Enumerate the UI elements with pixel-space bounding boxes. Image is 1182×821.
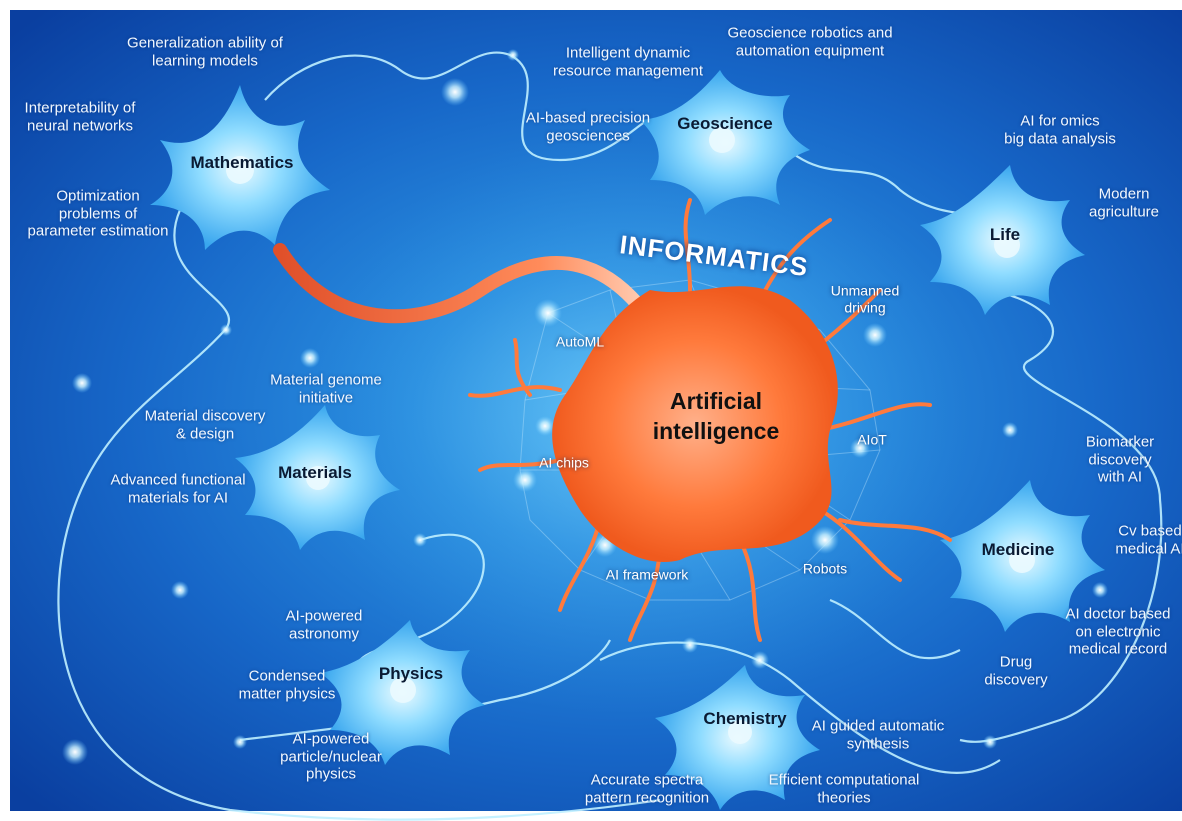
topic-astronomy: AI-powered astronomy xyxy=(285,607,363,642)
topic-functional-materials: Advanced functional materials for AI xyxy=(110,471,246,506)
topic-generalization: Generalization ability of learning model… xyxy=(127,34,283,69)
topic-condensed-matter: Condensed matter physics xyxy=(238,667,336,702)
label-ai-framework: AI framework xyxy=(605,566,689,583)
topic-biomarker: Biomarker discovery with AI xyxy=(1085,433,1155,486)
hub-chemistry: Chemistry xyxy=(703,708,787,728)
label-ai-chips: AI chips xyxy=(539,454,589,471)
topic-cv-medical: Cv based medical AI xyxy=(1115,522,1182,557)
label-robots: Robots xyxy=(802,560,848,577)
topic-spectra-recognition: Accurate spectra pattern recognition xyxy=(584,771,710,806)
hub-materials: Materials xyxy=(278,462,352,482)
topic-material-genome: Material genome initiative xyxy=(270,371,382,406)
topic-precision-geosciences: AI-based precision geosciences xyxy=(525,109,651,144)
label-unmanned-driving: Unmanned driving xyxy=(830,282,900,315)
topic-automatic-synthesis: AI guided automatic synthesis xyxy=(811,717,945,752)
topic-omics: AI for omics big data analysis xyxy=(1004,112,1116,147)
topic-material-discovery: Material discovery & design xyxy=(144,407,266,442)
label-aiot: AIoT xyxy=(857,431,887,448)
topic-computational-theories: Efficient computational theories xyxy=(768,771,920,806)
topic-dynamic-resource: Intelligent dynamic resource management xyxy=(552,44,704,79)
ai-title-line2: intelligence xyxy=(652,418,780,445)
topic-drug-discovery: Drug discovery xyxy=(984,653,1048,688)
hub-geoscience: Geoscience xyxy=(677,113,773,133)
topic-geo-robotics: Geoscience robotics and automation equip… xyxy=(727,24,893,59)
topic-optimization: Optimization problems of parameter estim… xyxy=(27,187,169,240)
glow-dots xyxy=(62,49,1108,765)
topic-interpretability: Interpretability of neural networks xyxy=(24,99,136,134)
informatics-axon xyxy=(273,243,657,327)
hub-physics: Physics xyxy=(378,663,444,683)
topic-ai-doctor: AI doctor based on electronic medical re… xyxy=(1065,605,1171,658)
hub-life: Life xyxy=(989,224,1021,244)
topic-particle-physics: AI-powered particle/nuclear physics xyxy=(280,730,382,783)
ai-neuron xyxy=(468,198,952,642)
neuron-cores xyxy=(226,127,1035,744)
hub-medicine: Medicine xyxy=(981,539,1055,559)
ai-title-line1: Artificial xyxy=(669,388,763,415)
topic-agriculture: Modern agriculture xyxy=(1088,185,1160,220)
hub-mathematics: Mathematics xyxy=(190,152,294,172)
label-automl: AutoML xyxy=(555,333,605,350)
